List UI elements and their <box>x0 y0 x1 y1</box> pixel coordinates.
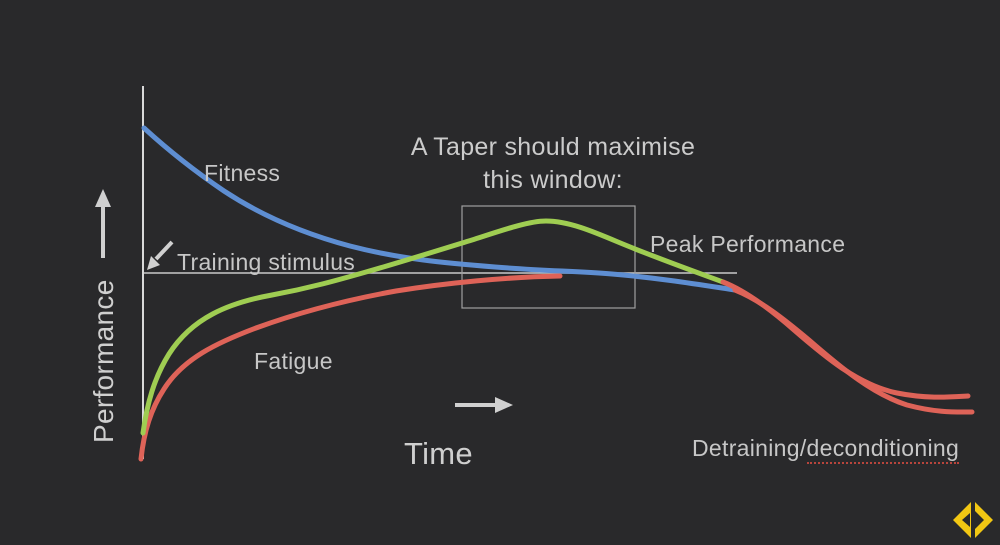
time-axis-label: Time <box>404 436 473 471</box>
right-arrow-icon <box>455 397 513 413</box>
diamond-chevron-logo-icon <box>953 502 993 538</box>
taper-window-box <box>461 205 636 309</box>
fatigue-curve-label: Fatigue <box>254 348 333 374</box>
detraining-lower-curve <box>732 287 975 415</box>
detraining-label: Detraining/deconditioning <box>692 435 960 464</box>
up-arrow-icon <box>95 189 111 258</box>
taper-window-title: A Taper should maximise this window: <box>403 131 703 197</box>
detraining-label-part1: Detraining/ <box>692 435 807 461</box>
performance-curve <box>140 218 726 436</box>
taper-window-title-line1: A Taper should maximise <box>410 133 696 161</box>
taper-window-title-line2: this window: <box>483 166 623 194</box>
detraining-upper-curve <box>720 279 971 400</box>
fitness-curve <box>141 125 738 293</box>
fatigue-curve <box>138 273 563 462</box>
detraining-label-part2-misspelling-underline: deconditioning <box>806 435 960 464</box>
training-stimulus-label: Training stimulus <box>177 249 356 275</box>
fitness-curve-label: Fitness <box>204 160 281 186</box>
peak-performance-label: Peak Performance <box>650 231 846 257</box>
performance-axis-label: Performance <box>88 279 119 443</box>
diagonal-arrow-icon <box>147 240 174 270</box>
